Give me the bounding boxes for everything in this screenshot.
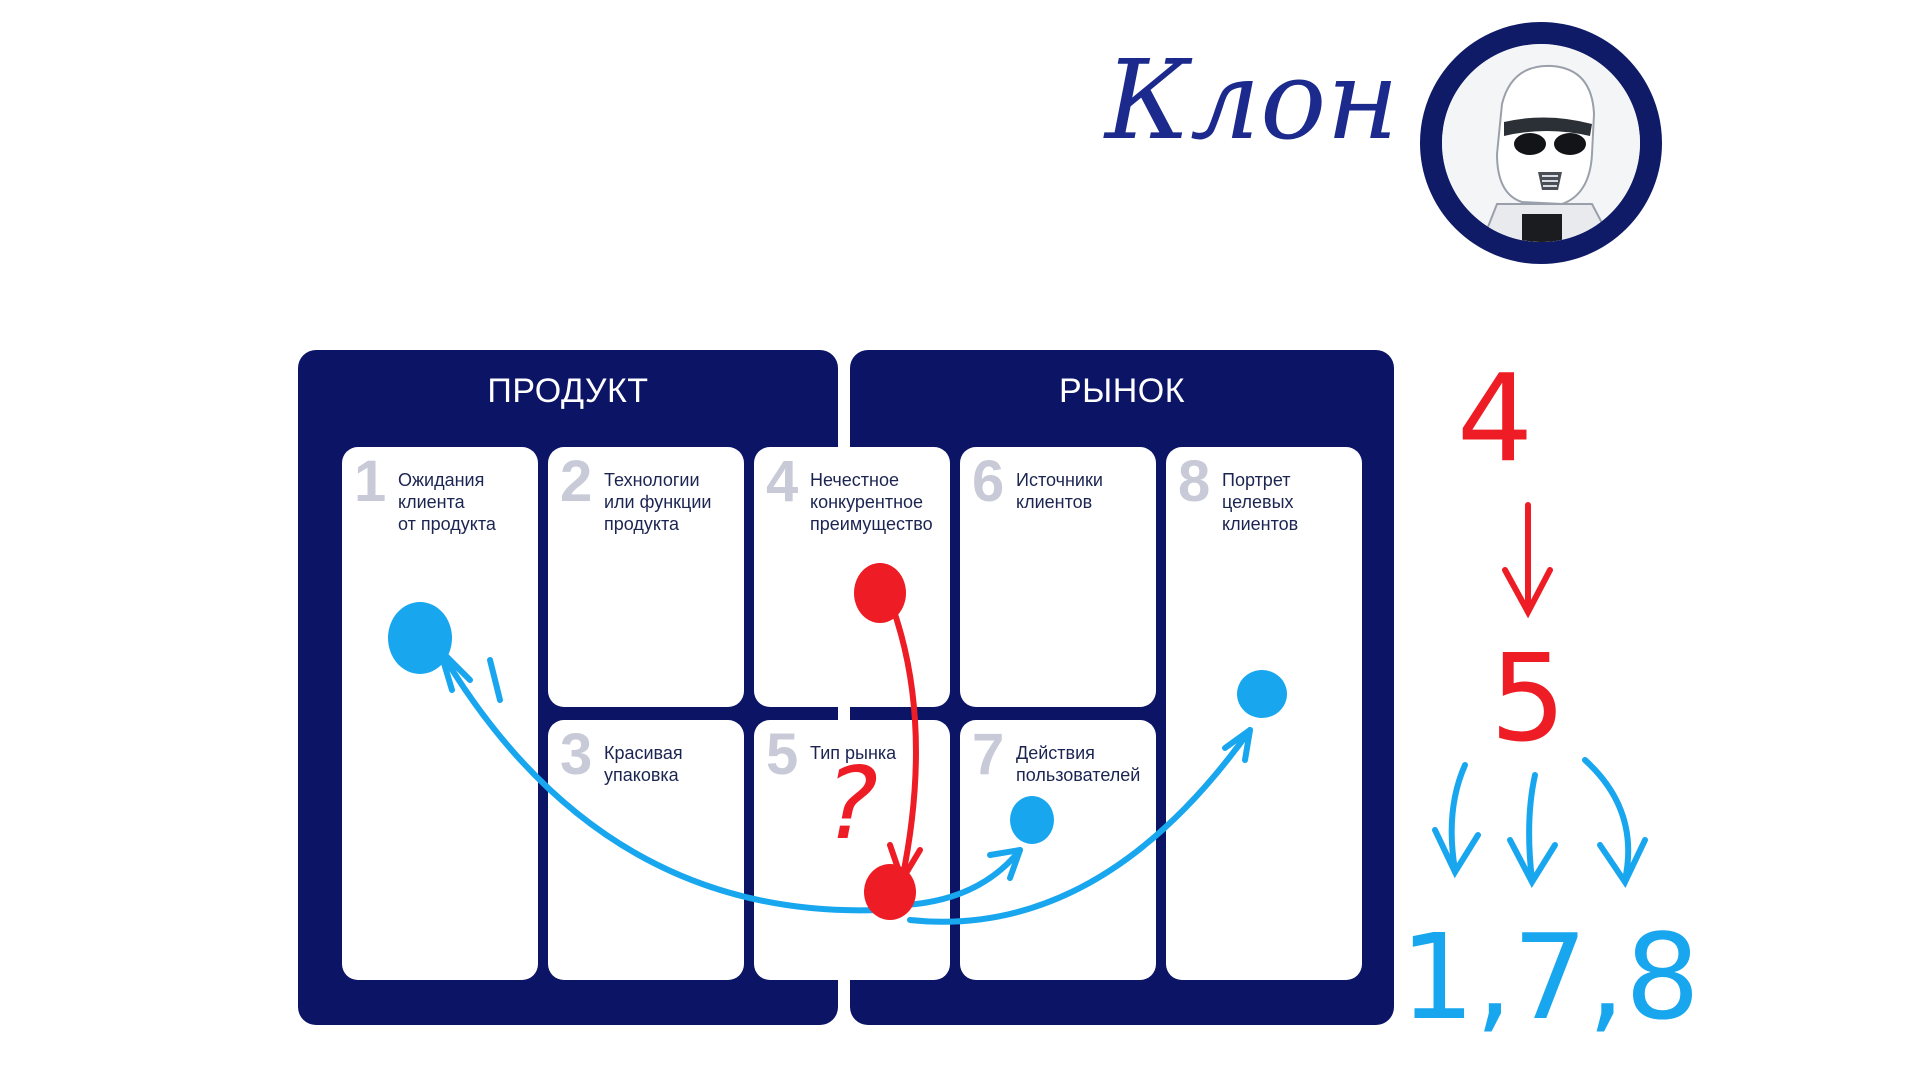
card-5: 5 Тип рынка xyxy=(754,720,950,980)
card-label: Красивая упаковка xyxy=(604,743,683,785)
card-label: Тип рынка xyxy=(810,743,897,763)
stormtrooper-icon xyxy=(1442,44,1640,242)
card-number: 3 xyxy=(560,722,593,787)
page-title: Клон xyxy=(1103,36,1395,164)
sequence-arrow-left xyxy=(1432,762,1481,879)
card-1: 1 Ожидания клиента от продукта xyxy=(342,447,538,980)
sequence-arrow-mid xyxy=(1507,772,1558,889)
card-number: 7 xyxy=(972,722,1005,787)
card-label: Ожидания клиента от продукта xyxy=(398,470,496,534)
card-number: 8 xyxy=(1178,449,1211,514)
panel-product-title: ПРОДУКТ xyxy=(487,372,649,410)
sequence-arrow-down xyxy=(1502,502,1553,619)
sequence-third: 1,7,8 xyxy=(1400,908,1700,1046)
card-label: Нечестное конкурентное преимущество xyxy=(810,470,933,534)
card-number: 6 xyxy=(972,449,1005,514)
card-7: 7 Действия пользователей xyxy=(960,720,1156,980)
card-number: 2 xyxy=(560,449,593,514)
card-number: 1 xyxy=(354,449,387,514)
card-2: 2 Технологии или функции продукта xyxy=(548,447,744,707)
card-4: 4 Нечестное конкурентное преимущество xyxy=(754,447,950,707)
card-number: 4 xyxy=(766,449,799,514)
card-number: 5 xyxy=(766,722,799,787)
sequence-second: 5 xyxy=(1490,630,1566,769)
card-label: Портрет целевых клиентов xyxy=(1222,470,1299,534)
card-8: 8 Портрет целевых клиентов xyxy=(1166,447,1362,980)
card-label: Технологии или функции продукта xyxy=(604,470,712,534)
card-3: 3 Красивая упаковка xyxy=(548,720,744,980)
card-6: 6 Источники клиентов xyxy=(960,447,1156,707)
title-text: Клон xyxy=(1103,36,1395,164)
card-label: Источники клиентов xyxy=(1016,470,1103,512)
avatar xyxy=(1420,22,1662,264)
panel-market-title: РЫНОК xyxy=(1058,372,1186,410)
sequence-first: 4 xyxy=(1457,350,1533,489)
card-label: Действия пользователей xyxy=(1016,743,1141,785)
sequence-arrow-right xyxy=(1582,757,1648,889)
